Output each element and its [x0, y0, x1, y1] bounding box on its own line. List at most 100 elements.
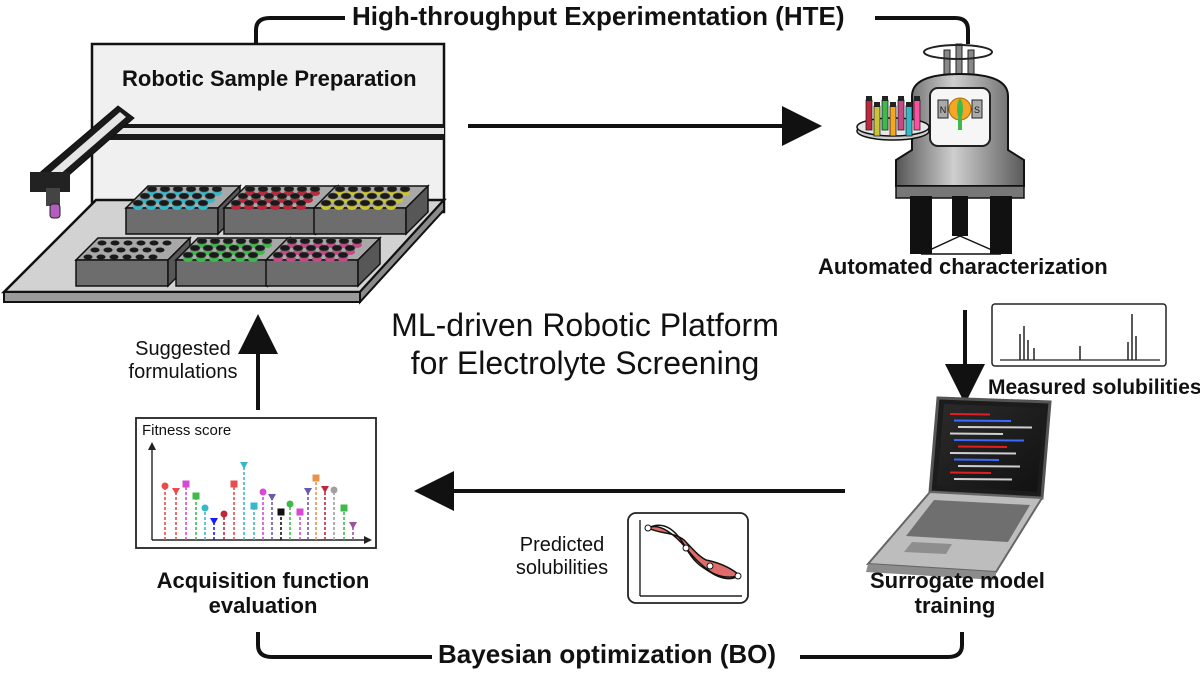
well-cap — [359, 199, 371, 207]
sample-tube — [897, 99, 905, 131]
well-cap — [263, 192, 275, 200]
well-cap — [324, 251, 336, 259]
well-cap — [241, 244, 253, 252]
well-cap — [202, 244, 214, 252]
well-cap — [289, 192, 301, 200]
well-cap — [254, 244, 266, 252]
well-plate — [222, 184, 340, 236]
well — [103, 247, 113, 253]
well-cap — [230, 199, 242, 207]
well-cap — [292, 244, 304, 252]
well-cap — [270, 185, 282, 193]
well-plate — [124, 184, 242, 236]
well-cap — [399, 185, 411, 193]
well-plate — [312, 184, 430, 236]
well-cap — [244, 185, 256, 193]
lollipop-chart-icon — [135, 417, 377, 549]
well — [109, 254, 119, 260]
tube-cap — [898, 96, 904, 101]
lollipop-head — [304, 488, 312, 495]
well-cap — [195, 251, 207, 259]
well-cap — [338, 237, 350, 245]
fitness-score-label: Fitness score — [142, 422, 232, 439]
well-cap — [282, 199, 294, 207]
code-line — [949, 413, 991, 416]
well-cap — [165, 192, 177, 200]
well-cap — [221, 251, 233, 259]
well-cap — [279, 244, 291, 252]
tube-cap — [882, 96, 888, 101]
well-cap — [327, 192, 339, 200]
code-line — [957, 465, 1021, 468]
well-cap — [222, 237, 234, 245]
well-cap — [333, 199, 345, 207]
lollipop-head — [277, 508, 285, 516]
well — [162, 240, 172, 246]
nmr-spectrometer-icon: N S — [856, 43, 1025, 255]
well — [97, 240, 107, 246]
well — [122, 254, 132, 260]
center-title: ML-driven Robotic Platform for Electroly… — [390, 306, 780, 383]
lollipop-head — [230, 480, 238, 488]
well — [129, 247, 139, 253]
well — [149, 240, 159, 246]
laptop-icon — [865, 396, 1052, 580]
lollipop-head — [201, 504, 209, 512]
lollipop-head — [268, 494, 276, 501]
center-title-line2: for Electrolyte Screening — [410, 345, 760, 382]
well-cap — [344, 244, 356, 252]
well-cap — [285, 251, 297, 259]
bo-title: Bayesian optimization (BO) — [438, 639, 777, 669]
well-cap — [379, 192, 391, 200]
tube-cap — [906, 102, 912, 107]
well-cap — [305, 244, 317, 252]
lollipop-head — [340, 504, 348, 512]
code-line — [949, 432, 1004, 435]
well-cap — [360, 185, 372, 193]
lollipop-head — [172, 488, 180, 495]
lollipop-head — [296, 508, 304, 516]
lollipop-head — [321, 486, 329, 493]
spectrum-icon — [991, 303, 1167, 367]
well — [123, 240, 133, 246]
well — [83, 254, 93, 260]
fitness-lollipops — [161, 462, 357, 540]
plate-side — [405, 184, 429, 236]
magnet-pole-s: S — [974, 105, 980, 115]
well-cap — [261, 237, 273, 245]
tube-cap — [874, 102, 880, 107]
code-line — [953, 478, 1013, 481]
well-cap — [337, 251, 349, 259]
well-cap — [234, 251, 246, 259]
sample-tube — [913, 99, 921, 131]
well-cap — [145, 199, 157, 207]
well-cap — [257, 185, 269, 193]
lollipop-head — [182, 480, 190, 488]
surrogate-label-line1: Surrogate model — [870, 568, 1045, 593]
well-cap — [196, 237, 208, 245]
bo-bracket-line — [256, 632, 432, 659]
hte-bracket-line — [254, 16, 345, 44]
well — [135, 254, 145, 260]
plate-side — [357, 236, 381, 288]
well-cap — [286, 237, 298, 245]
well-cap — [132, 199, 144, 207]
well — [110, 240, 120, 246]
code-line — [953, 419, 1012, 422]
well-plate — [264, 236, 382, 288]
lollipop-head — [349, 522, 357, 529]
well — [155, 247, 165, 253]
predicted-label-line1: Predicted — [519, 534, 605, 556]
code-line — [953, 458, 1000, 461]
suggested-label-line1: Suggested — [135, 338, 231, 360]
well — [136, 240, 146, 246]
sample-tube — [889, 105, 897, 137]
hte-bracket-line-right — [875, 16, 970, 44]
lollipop-head — [161, 482, 169, 490]
well-cap — [209, 237, 221, 245]
regression-plot-icon — [627, 512, 749, 604]
sample-tube — [881, 99, 889, 131]
well-cap — [347, 185, 359, 193]
